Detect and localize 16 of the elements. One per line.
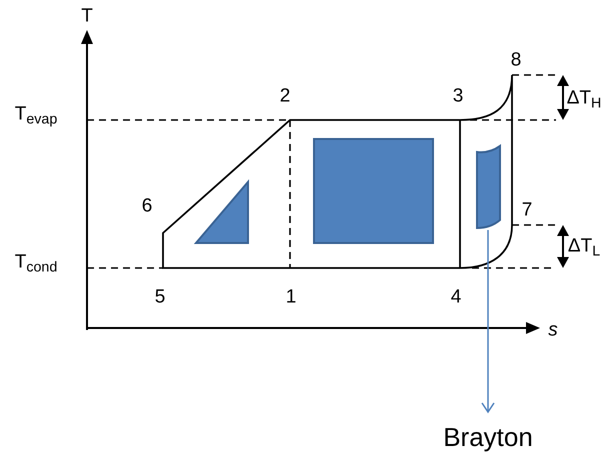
axis-label: 8 <box>510 50 522 70</box>
axis-label: 6 <box>142 196 152 216</box>
cycle-label: Brayton <box>443 424 533 450</box>
axis-label: 3 <box>452 86 464 106</box>
axis-label: 4 <box>450 288 462 306</box>
axis-label: 7 <box>522 200 532 220</box>
axis-label: T$_{cond}$ <box>14 252 58 272</box>
axis-label: 1 <box>286 288 296 306</box>
axis-label: 5 <box>154 288 166 306</box>
leader-line <box>481 230 495 413</box>
axis-label: 2 <box>280 86 290 106</box>
axis-label: T <box>81 6 93 26</box>
shaded-region <box>475 144 503 230</box>
axis-label: ΔT$_{H}$ <box>566 88 602 108</box>
axis-label: ΔT$_{L}$ <box>568 236 600 256</box>
axis-label: s <box>548 320 558 340</box>
